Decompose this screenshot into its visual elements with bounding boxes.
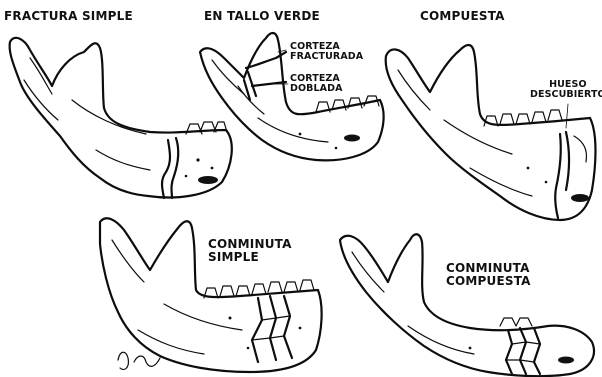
- annotation-cortex-fractured-line2: FRACTURADA: [290, 52, 363, 62]
- annotation-cortex-fractured: CORTEZA FRACTURADA: [290, 42, 363, 62]
- title-compound-fracture: COMPUESTA: [420, 10, 505, 23]
- mandible-compound-fracture: [386, 45, 596, 220]
- annotation-exposed-bone-line2: DESCUBIERTO: [530, 90, 602, 100]
- title-comminuted-simple-line1: CONMINUTA: [208, 238, 292, 251]
- title-comminuted-simple: CONMINUTA SIMPLE: [208, 238, 292, 263]
- title-greenstick-fracture: EN TALLO VERDE: [204, 10, 320, 23]
- annotation-exposed-bone: HUESO DESCUBIERTO: [530, 80, 602, 100]
- annotation-cortex-bent-line2: DOBLADA: [290, 84, 343, 94]
- title-comminuted-compound-line2: COMPUESTA: [446, 275, 531, 288]
- mandible-comminuted-compound-fracture: [340, 234, 594, 376]
- annotation-cortex-bent: CORTEZA DOBLADA: [290, 74, 343, 94]
- title-simple-fracture: FRACTURA SIMPLE: [4, 10, 133, 23]
- title-comminuted-compound-line1: CONMINUTA: [446, 262, 531, 275]
- mandible-simple-fracture: [10, 38, 232, 198]
- title-comminuted-simple-line2: SIMPLE: [208, 251, 292, 264]
- title-comminuted-compound: CONMINUTA COMPUESTA: [446, 262, 531, 287]
